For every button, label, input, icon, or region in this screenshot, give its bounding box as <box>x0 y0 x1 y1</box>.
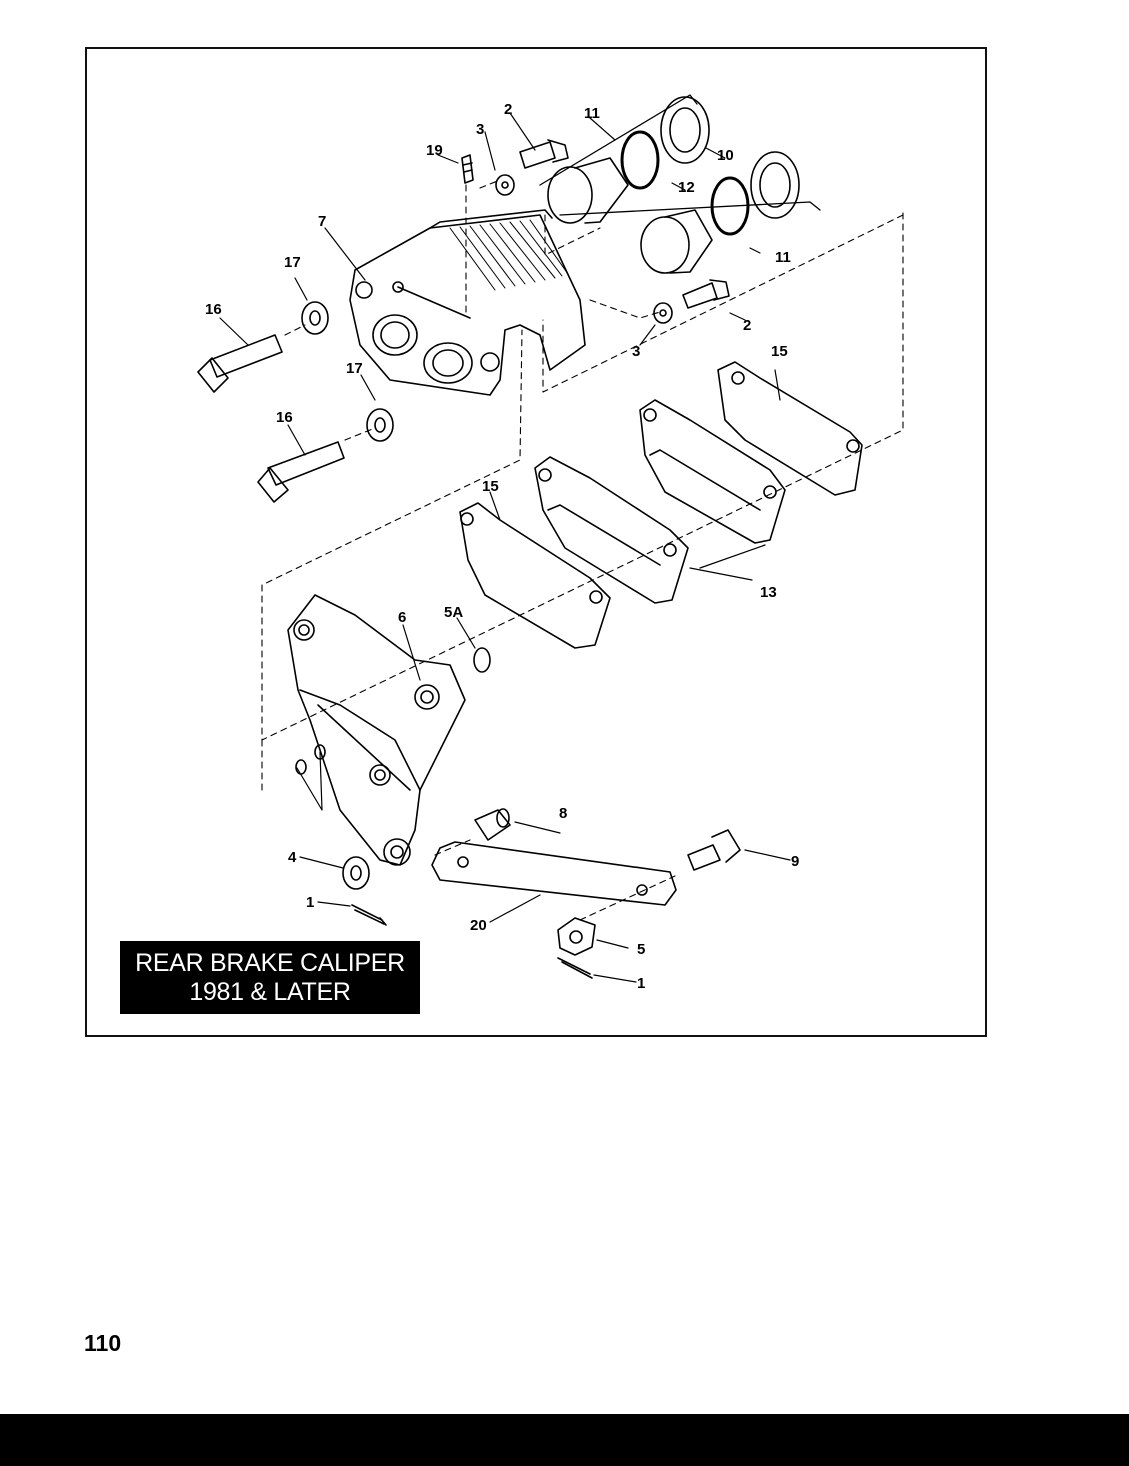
callout-4: 4 <box>288 849 297 866</box>
callout-20: 20 <box>470 917 487 934</box>
dust-boot-upper <box>660 96 710 164</box>
pin-bolt-lower <box>257 441 345 503</box>
mount-bolt-lower <box>682 279 730 309</box>
diagram-frame <box>85 47 987 1037</box>
callout-16-lower: 16 <box>276 409 293 426</box>
seal-bracket <box>539 94 821 216</box>
callout-15-upper: 15 <box>771 343 788 360</box>
bleeder-valve <box>461 154 474 184</box>
callout-labels: 2 11 3 19 10 12 7 11 17 16 2 3 15 17 16 … <box>205 101 799 992</box>
callout-1-right: 1 <box>637 975 645 992</box>
page-number: 110 <box>84 1330 122 1356</box>
castle-nut <box>557 917 596 956</box>
piston-upper <box>547 157 629 224</box>
washer-lower <box>653 302 673 324</box>
cotter-pin-right <box>557 957 593 979</box>
cooling-fins <box>449 219 569 291</box>
callout-8: 8 <box>559 805 567 822</box>
washer-17-upper <box>301 301 329 335</box>
link-20 <box>431 841 677 906</box>
callout-15-lower: 15 <box>482 478 499 495</box>
mounting-bracket <box>287 594 466 866</box>
callout-7: 7 <box>318 213 326 230</box>
diagram-title: REAR BRAKE CALIPER <box>135 948 405 977</box>
callout-19: 19 <box>426 142 443 159</box>
sleeve-8 <box>474 808 511 841</box>
diagram-title-box: REAR BRAKE CALIPER 1981 & LATER <box>120 941 420 1014</box>
callout-2-top: 2 <box>504 101 512 118</box>
mount-bolt-upper <box>519 139 569 169</box>
pad-lower <box>534 456 689 604</box>
o-ring-lower <box>710 176 750 236</box>
washer-upper <box>495 174 515 196</box>
shim-upper <box>717 361 863 496</box>
callout-6: 6 <box>398 609 406 626</box>
callout-17-upper: 17 <box>284 254 301 271</box>
callout-10: 10 <box>717 147 734 164</box>
callout-3-lower: 3 <box>632 343 640 360</box>
callout-17-lower: 17 <box>346 360 363 377</box>
callout-13: 13 <box>760 584 777 601</box>
bottom-scan-band <box>0 1414 1129 1466</box>
leader-lines <box>219 112 791 983</box>
washer-4 <box>342 856 370 890</box>
callout-1-left: 1 <box>306 894 314 911</box>
assembly-lines <box>261 179 904 921</box>
diagram-subtitle: 1981 & LATER <box>189 977 351 1006</box>
callout-11-top: 11 <box>584 105 600 122</box>
callout-16-upper: 16 <box>205 301 222 318</box>
pin-bolt-upper <box>197 334 283 393</box>
callout-12: 12 <box>678 179 695 196</box>
washer-17-lower <box>366 408 394 442</box>
piston-lower <box>640 209 713 274</box>
spacer-5a <box>473 647 491 673</box>
callout-5: 5 <box>637 941 645 958</box>
bolt-9 <box>687 829 741 871</box>
callout-3-top: 3 <box>476 121 484 138</box>
shim-lower <box>459 502 611 649</box>
dust-boot-lower <box>750 151 800 219</box>
cotter-pin-left <box>351 904 387 926</box>
callout-5a: 5A <box>444 604 463 621</box>
callout-11-lower: 11 <box>775 249 791 266</box>
callout-2-lower: 2 <box>743 317 751 334</box>
caliper-body <box>349 209 586 396</box>
pad-upper <box>639 399 786 544</box>
o-ring-upper <box>620 130 660 190</box>
callout-9: 9 <box>791 853 799 870</box>
